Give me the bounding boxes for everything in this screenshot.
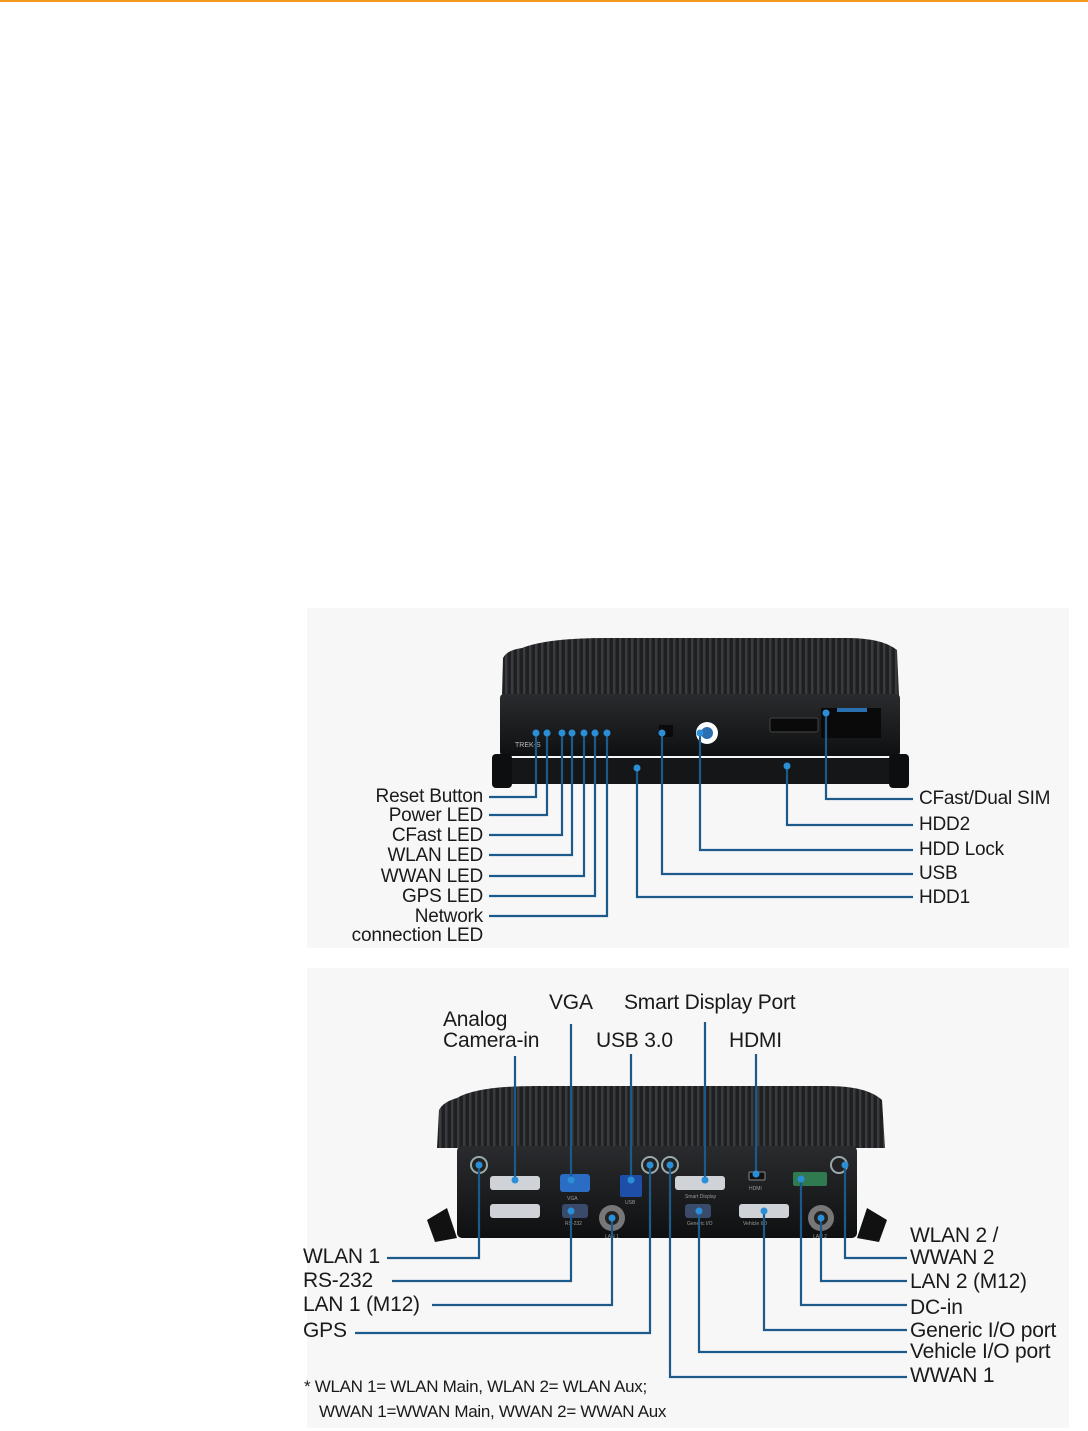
label-dc-in: DC-in: [910, 1296, 963, 1319]
label-wwan-led: WWAN LED: [380, 866, 483, 887]
label-camera-in: Camera-in: [443, 1029, 540, 1052]
rear-left-leaders: [355, 1161, 654, 1335]
front-view-panel: TREK-S: [307, 608, 1069, 948]
label-rs-232: RS-232: [303, 1269, 374, 1292]
label-generic-io-port: Generic I/O port: [910, 1319, 1057, 1342]
label-wlan-led: WLAN LED: [387, 845, 483, 866]
label-usb: USB: [919, 863, 958, 884]
front-device: TREK-S: [492, 638, 909, 788]
rear-right-leaders: [666, 1161, 907, 1379]
label-wlan-2: WLAN 2 /: [910, 1224, 999, 1247]
label-reset-button: Reset Button: [375, 786, 484, 807]
label-hdd1: HDD1: [919, 887, 970, 908]
label-wlan-1: WLAN 1: [303, 1245, 380, 1268]
label-gps-led: GPS LED: [402, 886, 483, 907]
rear-marking-rs232: RS-232: [565, 1221, 582, 1227]
label-hdd2: HDD2: [919, 814, 970, 835]
label-wwan-1: WWAN 1: [910, 1364, 995, 1387]
label-cfast-led: CFast LED: [391, 825, 483, 846]
label-lan-1-m12: LAN 1 (M12): [303, 1293, 420, 1316]
rear-marking-hdmi: HDMI: [749, 1186, 762, 1192]
label-connection-led: connection LED: [351, 925, 484, 946]
label-hdd-lock: HDD Lock: [919, 839, 1004, 860]
front-device-marking: TREK-S: [515, 742, 541, 749]
rear-marking-vehicle-io: Vehicle I/O: [743, 1221, 767, 1227]
label-vehicle-io-port: Vehicle I/O port: [910, 1340, 1051, 1363]
front-right-leaders: [633, 709, 913, 899]
label-cfast-dual-sim: CFast/Dual SIM: [919, 788, 1051, 809]
front-view-diagram: TREK-S: [489, 638, 913, 918]
label-gps: GPS: [303, 1319, 347, 1342]
label-lan-2-m12: LAN 2 (M12): [910, 1270, 1027, 1293]
footnote-line-1: * WLAN 1= WLAN Main, WLAN 2= WLAN Aux;: [304, 1377, 647, 1396]
rear-view-diagram: VGA RS-232 USB LAN 1 LAN 2 HDMI Smart Di…: [355, 1022, 907, 1379]
label-hdmi: HDMI: [729, 1029, 782, 1052]
rear-marking-vga: VGA: [567, 1196, 578, 1202]
label-analog: Analog: [443, 1008, 508, 1031]
label-vga: VGA: [549, 991, 593, 1014]
footnote-line-2: WWAN 1=WWAN Main, WWAN 2= WWAN Aux: [319, 1402, 667, 1421]
rear-marking-smart-display: Smart Display: [685, 1194, 717, 1200]
label-smart-display-port: Smart Display Port: [624, 991, 796, 1014]
rear-view-panel: VGA RS-232 USB LAN 1 LAN 2 HDMI Smart Di…: [303, 968, 1069, 1428]
top-accent-rule: [0, 0, 1088, 2]
rear-top-leaders: [511, 1022, 760, 1184]
front-left-leaders: [489, 729, 611, 918]
label-usb-30: USB 3.0: [596, 1029, 673, 1052]
rear-marking-usb: USB: [625, 1200, 636, 1206]
label-power-led: Power LED: [388, 805, 483, 826]
label-network: Network: [414, 906, 483, 927]
label-wwan-2: WWAN 2: [910, 1246, 995, 1269]
